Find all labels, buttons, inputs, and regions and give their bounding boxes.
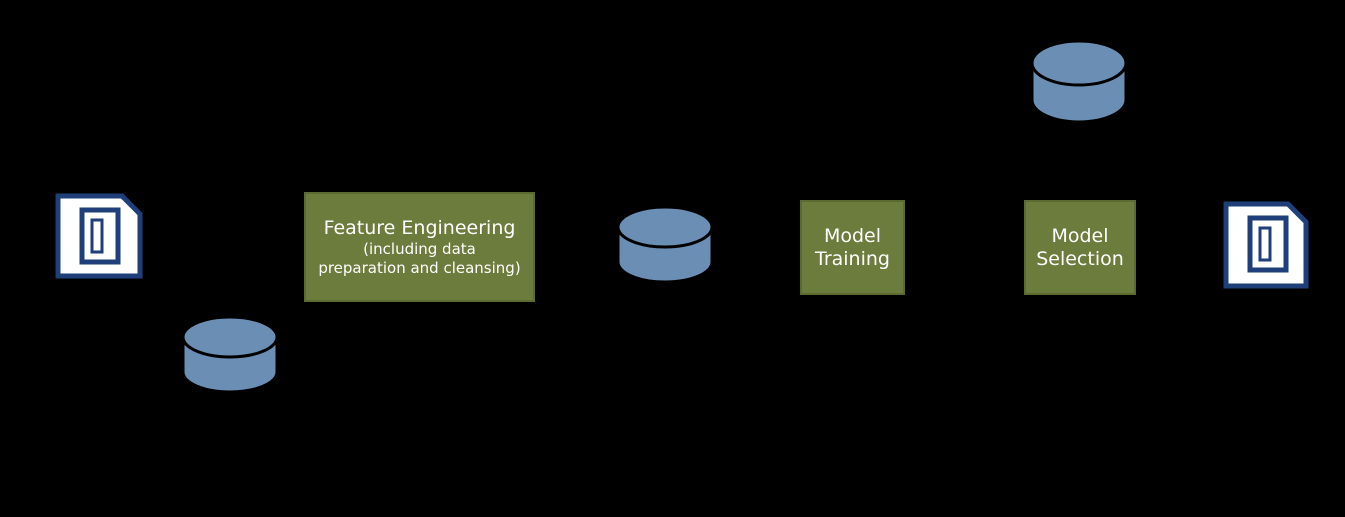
validation-data-database-icon <box>1030 39 1128 124</box>
model-selection-box: Model Selection <box>1024 200 1136 295</box>
feature-engineering-box: Feature Engineering (including data prep… <box>304 192 535 302</box>
input-document-icon <box>55 193 143 279</box>
feature-engineering-subtitle-1: (including data <box>363 239 476 258</box>
model-training-line-1: Model <box>823 224 882 247</box>
training-data-database-icon <box>616 205 714 284</box>
model-training-line-2: Training <box>815 247 890 270</box>
training-feedback-loop-arrow <box>394 292 855 373</box>
output-document-icon <box>1223 201 1309 289</box>
model-training-box: Model Training <box>800 200 905 295</box>
model-selection-line-2: Selection <box>1036 247 1124 270</box>
input-database-icon <box>181 315 279 394</box>
feature-engineering-title: Feature Engineering <box>323 216 516 239</box>
input-db-to-feature-arrow <box>227 232 312 312</box>
connectors <box>140 46 1230 373</box>
model-selection-line-1: Model <box>1051 224 1109 247</box>
feature-engineering-subtitle-2: preparation and cleansing) <box>318 258 521 277</box>
feature-to-validation-db-arrow <box>411 46 1040 192</box>
